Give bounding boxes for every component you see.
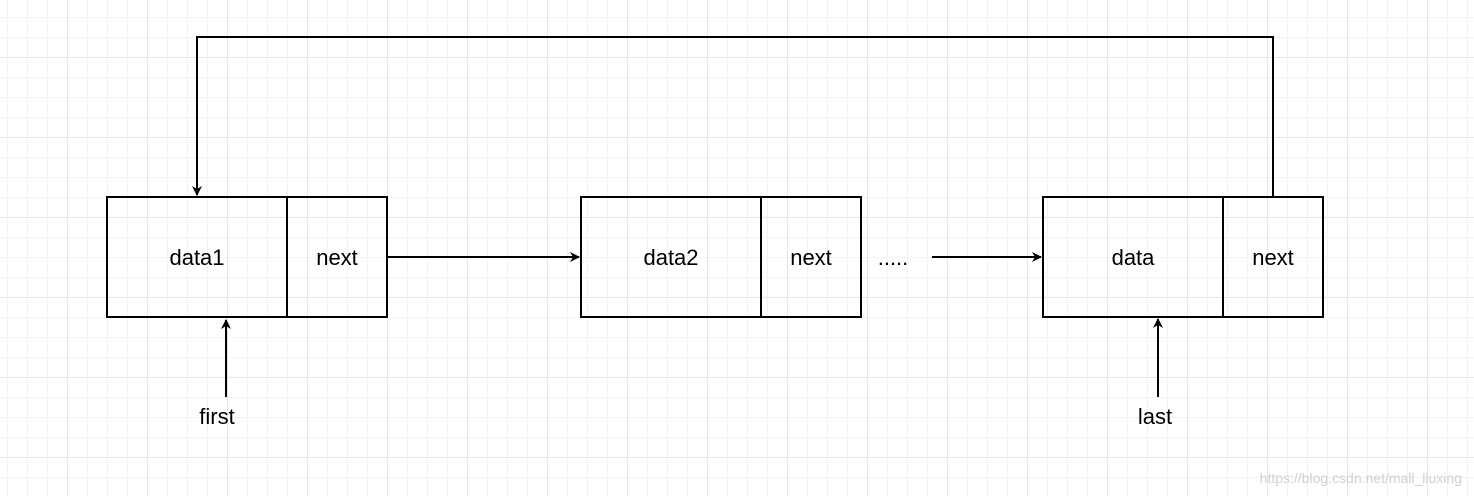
last-pointer-label: last — [1138, 404, 1172, 429]
node-2: data2 next — [580, 196, 862, 318]
node-3: data next — [1042, 196, 1324, 318]
node-3-next-label: next — [1252, 245, 1294, 270]
node-1: data1 next — [106, 196, 388, 318]
node-1-next-label: next — [316, 245, 358, 270]
arrow-circular-back-link — [192, 36, 1274, 197]
node-2-data-label: data2 — [643, 245, 698, 270]
node-1-data-label: data1 — [169, 245, 224, 270]
first-pointer-label: first — [199, 404, 234, 429]
node-3-data-label: data — [1112, 245, 1156, 270]
node-2-next-label: next — [790, 245, 832, 270]
watermark-text: https://blog.csdn.net/mall_liuxing — [1259, 470, 1462, 486]
node-2-next-cell — [760, 196, 862, 318]
ellipsis-text: ..... — [878, 245, 909, 270]
